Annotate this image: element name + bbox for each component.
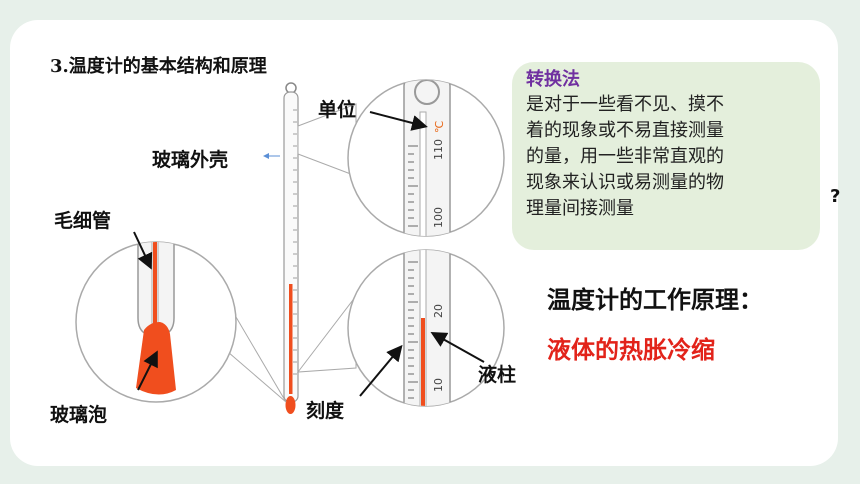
label-capillary: 毛细管 — [54, 210, 112, 232]
method-box-line: 的量，用一些非常直观的 — [526, 146, 724, 167]
method-box-line: 着的现象或不易直接测量 — [526, 120, 724, 141]
principle-text: 液体的热胀冷缩 — [547, 336, 715, 364]
label-glass-shell: 玻璃外壳 — [152, 149, 229, 171]
method-box-line: 是对于一些看不见、摸不 — [526, 94, 724, 115]
unit-celsius-label: ℃ — [433, 121, 446, 133]
question-mark: ? — [830, 186, 841, 207]
label-unit: 单位 — [318, 99, 357, 121]
method-box-title: 转换法 — [526, 69, 580, 90]
scale-110-label: 110 — [432, 139, 445, 160]
label-scale: 刻度 — [306, 400, 345, 422]
scale-10-label: 10 — [432, 378, 445, 392]
left-zoom-circle — [75, 241, 287, 403]
conversion-method-box: 转换法 是对于一些看不见、摸不 着的现象或不易直接测量 的量，用一些非常直观的 … — [512, 62, 820, 250]
method-box-line: 理量间接测量 — [526, 198, 634, 219]
main-thermometer — [283, 82, 299, 414]
label-liquid-column: 液柱 — [478, 364, 517, 386]
label-bulb: 玻璃泡 — [50, 404, 108, 426]
method-box-line: 现象来认识或易测量的物 — [526, 172, 724, 193]
scale-100-label: 100 — [432, 207, 445, 228]
liquid-column-arrow — [430, 332, 485, 363]
bulb-arrow — [137, 350, 158, 391]
unit-arrow — [369, 111, 428, 131]
slide-title: 3.温度计的基本结构和原理 — [50, 56, 267, 77]
scale-20-label: 20 — [432, 304, 445, 318]
scale-arrow — [359, 344, 403, 397]
bottom-zoom-circle: 20 10 — [296, 249, 505, 407]
principle-title: 温度计的工作原理： — [547, 286, 763, 314]
capillary-arrow — [133, 231, 153, 270]
